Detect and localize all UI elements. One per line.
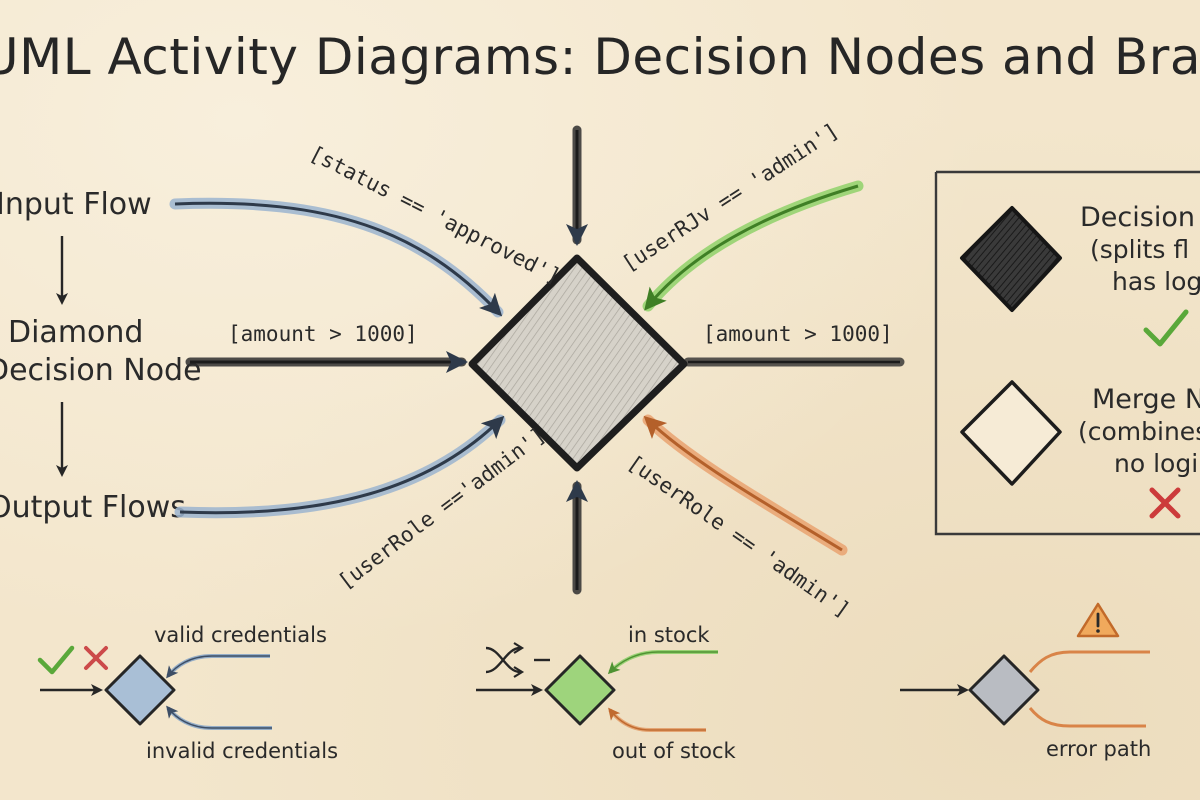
example-stock-diamond <box>544 654 616 726</box>
example-login-diamond <box>104 654 176 726</box>
legend-frame <box>934 170 1200 536</box>
example-error-diamond <box>968 654 1040 726</box>
example-stock-out-arrow <box>608 707 706 731</box>
example-login-invalid-label: invalid credentials <box>146 739 338 763</box>
example-error: error path <box>900 602 1151 761</box>
guard-amount-left: [amount > 1000] <box>228 322 418 346</box>
example-login-valid-label: valid credentials <box>154 623 327 647</box>
arrow-bottom-left <box>179 415 505 515</box>
arrow-bottom-right <box>643 415 843 552</box>
flow-steps: Input Flow Diamond Decision Node Output … <box>0 187 202 525</box>
flow-step-decision-node: Decision Node <box>0 353 202 388</box>
cross-icon <box>1149 487 1181 519</box>
guard-amount-right: [amount > 1000] <box>703 322 893 346</box>
example-login-valid-arrow <box>166 655 270 679</box>
example-login: valid credentials invalid credentials <box>37 623 338 763</box>
example-stock-in-arrow <box>607 651 718 675</box>
legend-merge-desc: (combines <box>1078 417 1200 446</box>
cross-icon <box>84 646 108 670</box>
central-arrows <box>169 125 905 595</box>
legend-decision-diamond <box>960 206 1062 312</box>
arrow-top-left <box>174 201 503 317</box>
flow-step-diamond: Diamond <box>8 315 143 350</box>
legend-merge-diamond <box>960 380 1062 486</box>
example-error-branch-top <box>1028 650 1150 673</box>
check-icon <box>1143 309 1189 347</box>
central-decision-node <box>468 254 688 472</box>
example-error-path-label: error path <box>1046 737 1151 761</box>
example-stock-in-label: in stock <box>628 623 710 647</box>
example-login-invalid-arrow <box>166 705 272 729</box>
warning-icon <box>1076 602 1120 638</box>
example-stock-out-label: out of stock <box>612 739 737 763</box>
legend-merge-desc2: no logi <box>1114 449 1198 478</box>
legend-decision-desc2: has logi <box>1112 267 1200 296</box>
legend-decision-title: Decision N <box>1080 202 1200 233</box>
flow-step-output: Output Flows <box>0 490 186 525</box>
arrow-top-right <box>644 184 859 311</box>
legend-merge-title: Merge N <box>1092 384 1200 415</box>
legend: Decision N (splits fl has logi Merge N (… <box>934 170 1200 536</box>
example-error-branch-bottom <box>1028 707 1146 728</box>
example-stock: in stock out of stock <box>476 623 737 763</box>
legend-decision-desc: (splits fl <box>1090 235 1189 264</box>
page-title: UML Activity Diagrams: Decision Nodes an… <box>0 28 1200 86</box>
guard-userrole-admin-left: [userRole =='admin'] <box>334 423 550 594</box>
check-icon <box>37 645 75 675</box>
shuffle-icon <box>485 642 550 678</box>
flow-step-input: Input Flow <box>0 187 152 222</box>
